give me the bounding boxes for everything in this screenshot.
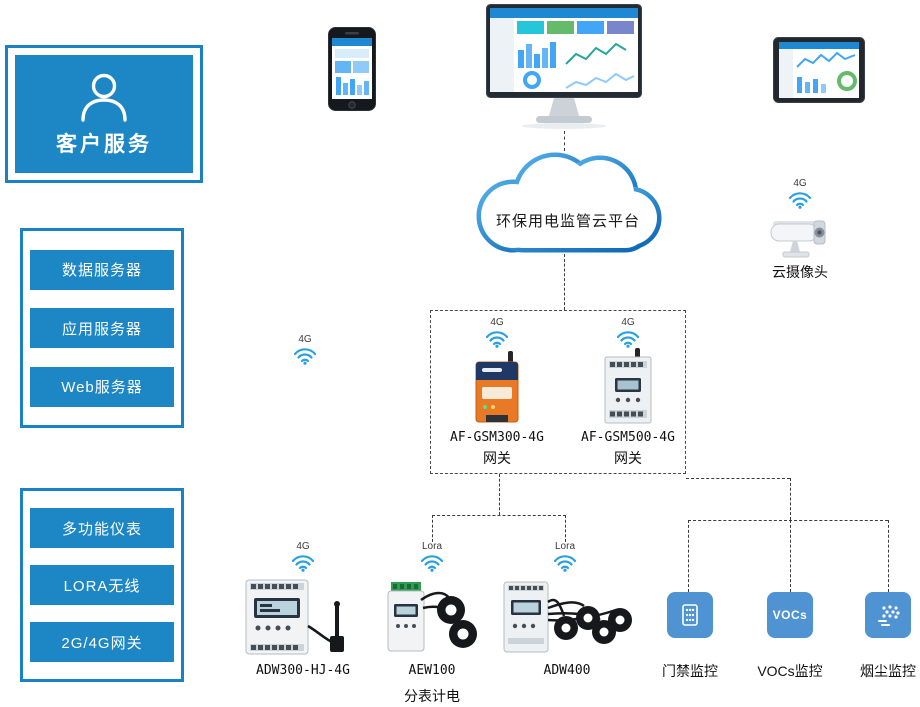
connector-monitors-riser [790, 478, 791, 520]
gsm300-type-label: 网关 [483, 450, 511, 466]
adw400-signal-badge: Lora [545, 541, 585, 572]
device-item-meter: 多功能仪表 [30, 508, 174, 548]
adw300-model-label: ADW300-HJ-4G [256, 663, 350, 678]
gateway-gsm300-device [475, 351, 519, 423]
connector-gateways-meters [499, 474, 500, 515]
connector-drop-access [688, 520, 689, 592]
server-item-web: Web服务器 [30, 366, 174, 407]
connector-drop-aew100 [432, 515, 433, 542]
gsm300-model-label: AF-GSM300-4G [450, 430, 544, 445]
meter-aew100-device [387, 582, 477, 652]
gsm500-type-label: 网关 [614, 450, 642, 466]
wifi-icon [485, 331, 509, 348]
signal-label: 4G [793, 178, 807, 189]
access-control-icon [682, 604, 698, 626]
connector-desktop-cloud [564, 131, 565, 151]
tablet [773, 37, 865, 103]
dust-tile [865, 592, 911, 638]
connector-meters-branch [432, 515, 566, 516]
wifi-icon [293, 348, 317, 365]
signal-label: 4G [298, 334, 312, 345]
signal-label: 4G [296, 541, 310, 552]
gsm500-model-label: AF-GSM500-4G [581, 430, 675, 445]
signal-label: Lora [554, 541, 575, 552]
gsm500-signal-badge: 4G [608, 317, 648, 348]
access-control-label: 门禁监控 [662, 663, 718, 679]
connector-cloud-gateways [564, 254, 565, 310]
connector-drop-vocs [790, 520, 791, 592]
connector-gateways-monitors [686, 478, 790, 479]
wifi-icon [788, 192, 812, 209]
camera-label: 云摄像头 [772, 264, 828, 280]
customer-service-card: 客户服务 [15, 55, 193, 173]
signal-label: 4G [621, 317, 635, 328]
wifi-icon [420, 555, 444, 572]
meter-adw300-device [245, 579, 344, 655]
adw400-model-label: ADW400 [543, 663, 591, 678]
connector-drop-dust [888, 520, 889, 592]
gateway-gsm500-device [604, 348, 652, 424]
gsm300-signal-badge: 4G [477, 317, 517, 348]
access-control-tile [667, 592, 713, 638]
wifi-icon [616, 331, 640, 348]
gateway-box [430, 310, 686, 474]
device-item-lora: LORA无线 [30, 565, 174, 605]
connector-monitors-branch [688, 520, 888, 521]
aew100-model-label: AEW100 [408, 663, 456, 678]
desktop-monitor [486, 4, 642, 129]
cloud-platform: 环保用电监管云平台 [458, 148, 678, 263]
server-item-app: 应用服务器 [30, 308, 174, 348]
vocs-tile: VOCs [767, 592, 813, 638]
aew100-signal-badge: Lora [412, 541, 452, 572]
meter-adw400-device [503, 581, 632, 653]
cloud-camera [770, 220, 826, 258]
dust-icon [878, 605, 900, 626]
signal-label: Lora [421, 541, 442, 552]
wifi-icon [291, 555, 315, 572]
aew100-note-label: 分表计电 [404, 688, 460, 704]
dust-label: 烟尘监控 [860, 663, 916, 679]
wifi-icon [553, 555, 577, 572]
vocs-icon-text: VOCs [772, 608, 808, 622]
server-group-panel: 数据服务器 应用服务器 Web服务器 [20, 228, 184, 428]
adw300-signal-badge: 4G [283, 541, 323, 572]
customer-service-label: 客户服务 [56, 132, 152, 156]
smartphone [328, 27, 376, 111]
device-item-gateway: 2G/4G网关 [30, 622, 174, 662]
camera-signal-badge: 4G [780, 178, 820, 209]
customer-service-panel: 客户服务 [5, 45, 203, 183]
signal-label: 4G [490, 317, 504, 328]
cloud-shape [476, 152, 662, 253]
device-group-panel: 多功能仪表 LORA无线 2G/4G网关 [20, 488, 184, 682]
uplink-signal-badge: 4G [285, 334, 325, 365]
server-item-data: 数据服务器 [30, 249, 174, 290]
vocs-label: VOCs监控 [757, 663, 823, 679]
person-icon [81, 73, 127, 122]
cloud-platform-label: 环保用电监管云平台 [495, 213, 640, 230]
connector-drop-adw400 [565, 515, 566, 542]
